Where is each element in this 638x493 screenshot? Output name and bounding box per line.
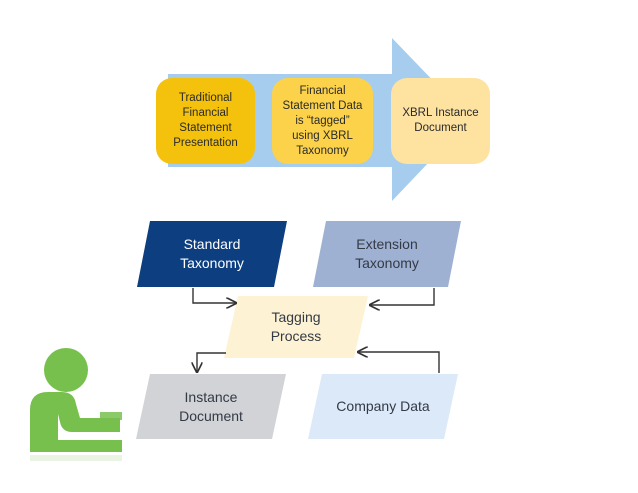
connector-standard-to-tagging — [192, 288, 236, 303]
connector-tagging-to-instance — [197, 352, 226, 372]
tagging-process-shape — [224, 296, 368, 358]
flow-box-traditional — [156, 78, 255, 164]
flow-box-xbrl-instance — [391, 78, 490, 164]
connector-company-to-tagging — [358, 352, 440, 373]
person-at-desk-icon — [30, 348, 122, 461]
flow-box-tagged — [272, 78, 373, 164]
connector-extension-to-tagging — [370, 288, 435, 305]
extension-taxonomy-shape — [313, 221, 461, 287]
company-data-shape — [308, 374, 458, 439]
standard-taxonomy-shape — [137, 221, 287, 287]
instance-document-shape — [136, 374, 286, 439]
